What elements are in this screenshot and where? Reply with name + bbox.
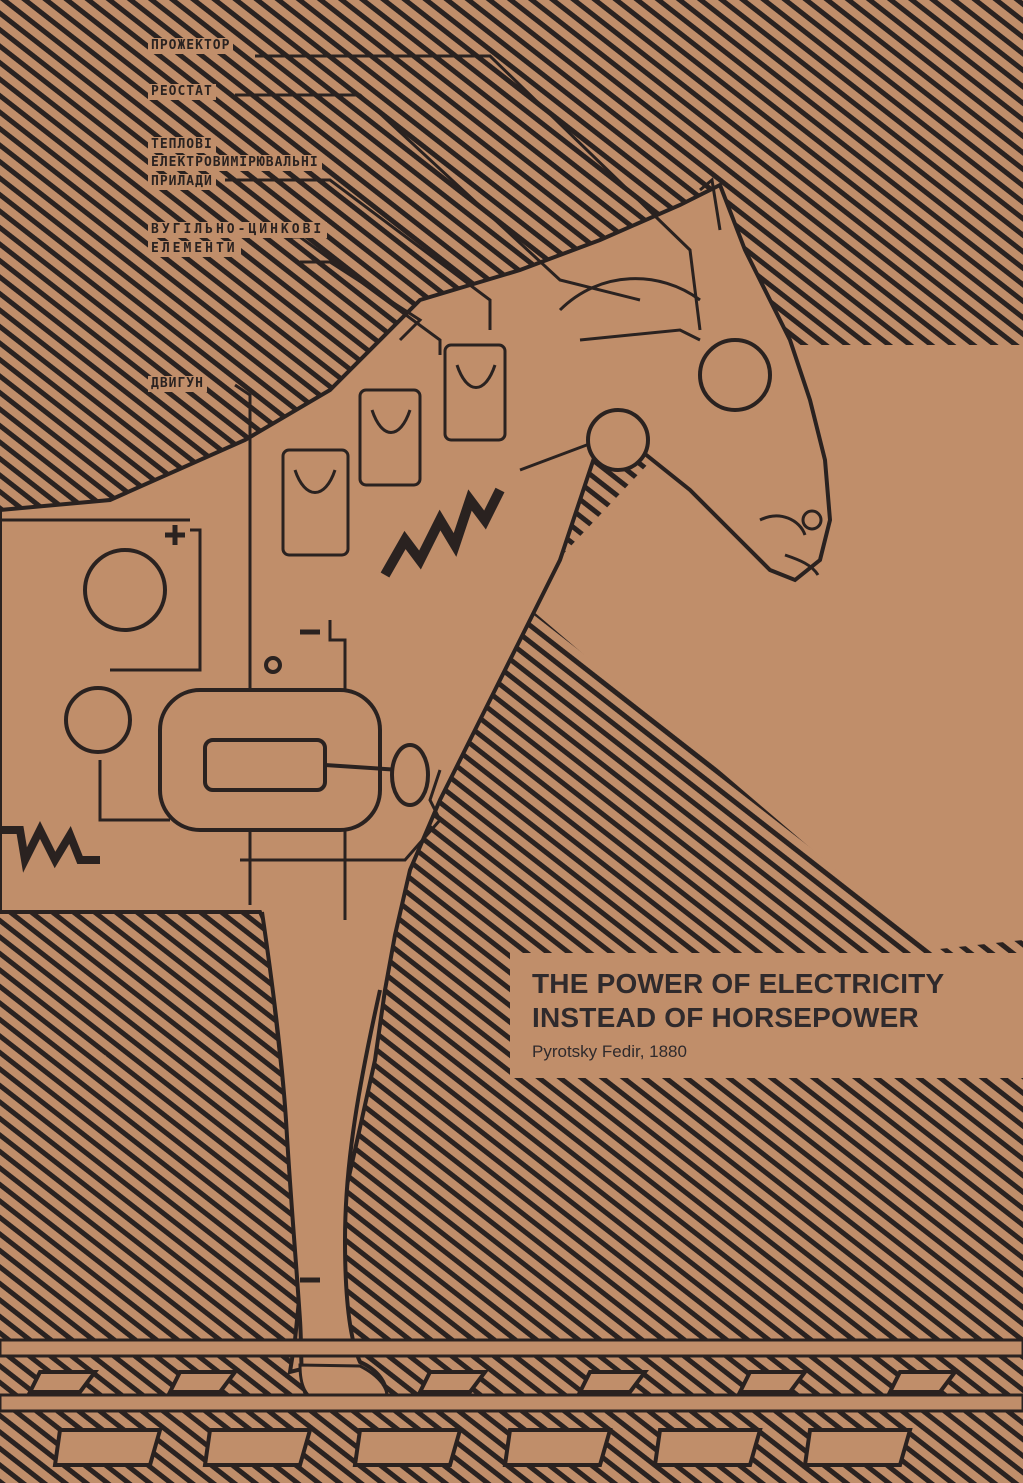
rails [0,1338,1023,1413]
heater-coil [380,487,505,578]
label-thermal-line-1: ТЕПЛОВІ [148,137,216,153]
label-cells-line-2: ЕЛЕМЕНТИ [148,241,241,257]
horse-ear [699,177,722,231]
title-panel: THE POWER OF ELECTRICITY INSTEAD OF HORS… [510,953,1023,1078]
plain-area-front [520,345,1023,950]
label-rheostat: РЕОСТАТ [148,84,216,100]
label-thermal-line-2: ЕЛЕКТРОВИМІРЮВАЛЬНІ [148,155,322,171]
title-line-2: INSTEAD OF HORSEPOWER [532,1002,919,1033]
electric-motor [158,656,430,832]
horse-nostril [801,509,823,531]
resistor-block [0,821,100,873]
horse-mouth [759,514,820,576]
label-projector: ПРОЖЕКТОР [148,38,234,54]
label-thermal-line-3: ПРИЛАДИ [148,174,216,190]
dial-gauges [64,338,772,754]
sleepers [26,1370,959,1467]
title-line-1: THE POWER OF ELECTRICITY [532,968,945,999]
label-motor: ДВИГУН [148,376,207,392]
battery-cells [281,343,507,557]
dial-scale-arc [558,277,701,312]
author-caption: Pyrotsky Fedir, 1880 [532,1042,687,1061]
polarity-signs [165,525,320,1283]
label-cells-line-1: ВУГІЛЬНО-ЦИНКОВІ [148,222,328,238]
